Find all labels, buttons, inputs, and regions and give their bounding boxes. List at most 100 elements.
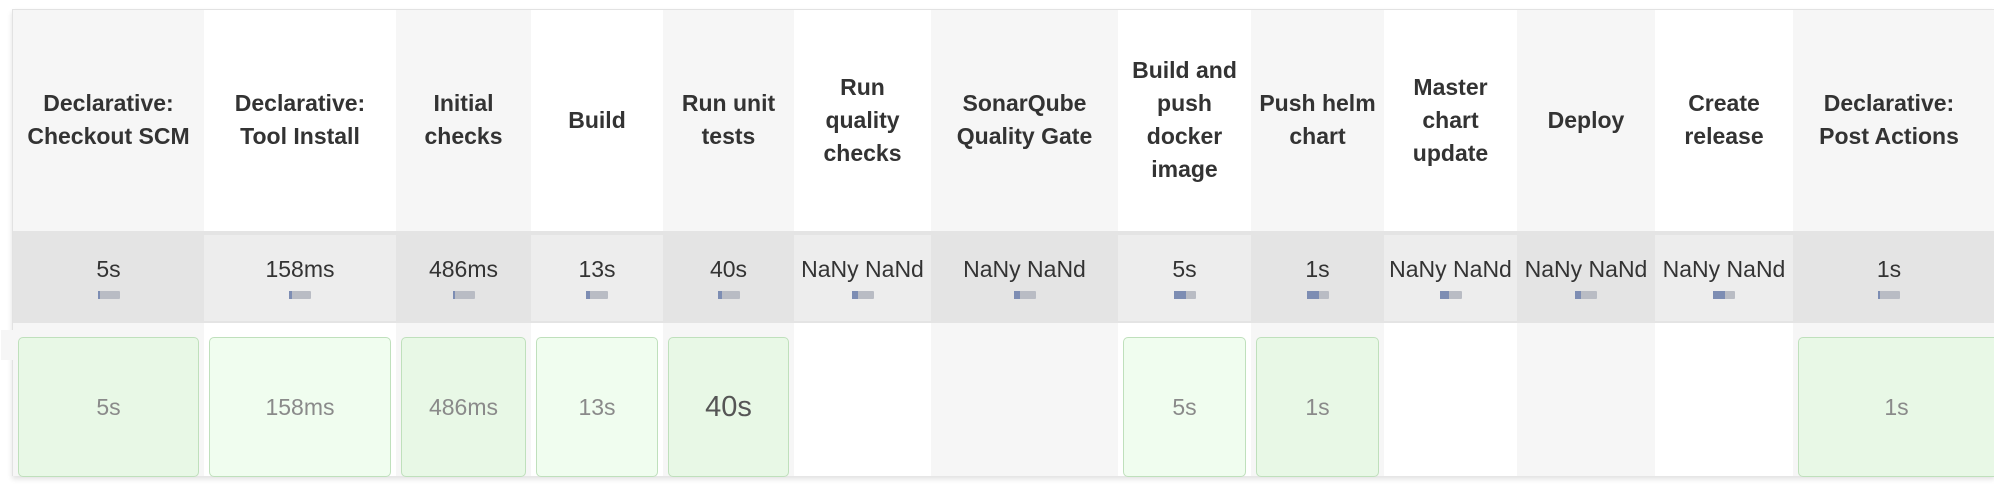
stage-run-duration: 1s (1884, 393, 1909, 420)
average-duration-bar (289, 291, 311, 299)
stage-header[interactable]: Declarative: Tool Install (204, 10, 396, 230)
stage-run-cell-not-run (1384, 323, 1517, 476)
average-duration-bar (452, 291, 475, 299)
stage-run-success[interactable]: 486ms (401, 337, 526, 477)
stage-header[interactable]: Initial checks (396, 10, 531, 230)
stage-average-time: NaNy NaNd (794, 231, 931, 323)
average-duration-bar (1439, 291, 1462, 299)
stage-run-success[interactable]: 158ms (209, 337, 391, 477)
stage-name: Build and push docker image (1132, 57, 1237, 182)
average-duration: 1s (1305, 256, 1330, 282)
average-duration: 5s (96, 256, 121, 282)
stage-name: Run quality checks (823, 73, 902, 166)
stage-name: Master chart update (1412, 73, 1489, 166)
stage-header[interactable]: Run unit tests (663, 10, 794, 230)
stage-run-success[interactable]: 1s (1256, 337, 1379, 477)
stage-name: Deploy (1547, 106, 1625, 133)
stage-average-time: 158ms (204, 231, 396, 323)
stage-run-cell-not-run (1655, 323, 1793, 476)
stage-column: Declarative: Post Actions 1s 1s (1793, 10, 1994, 477)
stage-run-cell: 1s (1251, 323, 1384, 477)
stage-view-table: Declarative: Checkout SCM 5s 5s Declarat… (1, 9, 1994, 477)
stage-name: Initial checks (424, 90, 503, 149)
stage-run-cell: 13s (531, 323, 663, 477)
stage-column: Initial checks 486ms 486ms (396, 10, 531, 477)
average-duration: NaNy NaNd (1524, 256, 1648, 282)
stage-run-cell: 486ms (396, 323, 531, 477)
stage-average-time: 1s (1251, 231, 1384, 323)
stage-name: SonarQube Quality Gate (956, 90, 1093, 149)
average-duration: 40s (709, 256, 748, 282)
stage-name: Declarative: Checkout SCM (27, 90, 190, 149)
stage-column: Run unit tests 40s 40s (663, 10, 794, 477)
average-duration-bar (717, 291, 740, 299)
stage-column: Create release NaNy NaNd (1655, 10, 1793, 476)
stage-column: Declarative: Tool Install 158ms 158ms (204, 10, 396, 477)
stage-header[interactable]: Master chart update (1384, 10, 1517, 230)
stage-column: Push helm chart 1s 1s (1251, 10, 1384, 477)
stage-average-time: NaNy NaNd (931, 231, 1118, 323)
stage-run-success[interactable]: 5s (18, 337, 199, 477)
average-duration: 1s (1876, 256, 1902, 282)
average-duration: 5s (1172, 256, 1197, 282)
stage-header[interactable]: Deploy (1517, 10, 1655, 230)
stage-name: Push helm chart (1259, 90, 1376, 149)
stage-run-success[interactable]: 13s (536, 337, 658, 477)
average-duration: NaNy NaNd (963, 256, 1086, 282)
average-duration-bar (1575, 291, 1597, 299)
average-duration: NaNy NaNd (1662, 256, 1786, 282)
stage-column: SonarQube Quality Gate NaNy NaNd (931, 10, 1118, 476)
average-duration: NaNy NaNd (801, 256, 924, 282)
stage-header[interactable]: Run quality checks (794, 10, 931, 230)
average-duration-bar (851, 291, 874, 299)
stage-run-cell: 5s (1118, 323, 1251, 477)
stage-average-time: 40s (663, 231, 794, 323)
stage-header[interactable]: SonarQube Quality Gate (931, 10, 1118, 230)
average-duration-bar (1013, 291, 1036, 299)
stage-name: Declarative: Tool Install (234, 90, 366, 149)
stage-average-time: 5s (13, 231, 204, 323)
stage-column: Master chart update NaNy NaNd (1384, 10, 1517, 476)
stage-run-cell-not-run (1517, 323, 1655, 476)
average-duration: 158ms (265, 256, 335, 282)
average-duration-bar (1173, 291, 1196, 299)
stage-header[interactable]: Build (531, 10, 663, 230)
stage-run-success[interactable]: 5s (1123, 337, 1246, 477)
stage-run-cell: 40s (663, 323, 794, 477)
stage-header[interactable]: Build and push docker image (1118, 10, 1251, 230)
stage-run-cell-not-run (794, 323, 931, 476)
average-duration-bar (586, 291, 608, 299)
stage-name: Create release (1684, 90, 1764, 149)
stage-name: Build (568, 106, 626, 133)
average-duration-bar (1306, 291, 1329, 299)
stage-run-success[interactable]: 40s (668, 337, 789, 477)
average-duration-bar (1878, 291, 1900, 299)
stage-run-cell: 1s (1793, 323, 1994, 477)
stage-name: Declarative: Post Actions (1819, 90, 1959, 149)
stage-run-cell: 158ms (204, 323, 396, 477)
stage-average-time: 486ms (396, 231, 531, 323)
stage-header[interactable]: Declarative: Checkout SCM (13, 10, 204, 230)
stage-name: Run unit tests (681, 90, 776, 149)
stage-average-time: 1s (1793, 231, 1994, 323)
average-duration-bar (97, 291, 120, 299)
stage-column: Build and push docker image 5s 5s (1118, 10, 1251, 477)
stage-run-cell-not-run (931, 323, 1118, 476)
stage-average-time: NaNy NaNd (1517, 231, 1655, 323)
stage-average-time: NaNy NaNd (1655, 231, 1793, 323)
average-duration: NaNy NaNd (1389, 256, 1512, 282)
stage-header[interactable]: Push helm chart (1251, 10, 1384, 230)
average-duration: 13s (578, 256, 616, 282)
stage-run-success[interactable]: 1s (1798, 337, 1994, 477)
stage-run-cell: 5s (13, 323, 204, 477)
stage-column: Run quality checks NaNy NaNd (794, 10, 931, 476)
stage-header[interactable]: Create release (1655, 10, 1793, 230)
stage-column: Build 13s 13s (531, 10, 663, 477)
stage-average-time: 13s (531, 231, 663, 323)
average-duration: 486ms (428, 256, 499, 282)
stage-column: Deploy NaNy NaNd (1517, 10, 1655, 476)
average-duration-bar (1713, 291, 1735, 299)
stage-average-time: 5s (1118, 231, 1251, 323)
stage-header[interactable]: Declarative: Post Actions (1793, 10, 1985, 230)
stage-column: Declarative: Checkout SCM 5s 5s (13, 10, 204, 477)
